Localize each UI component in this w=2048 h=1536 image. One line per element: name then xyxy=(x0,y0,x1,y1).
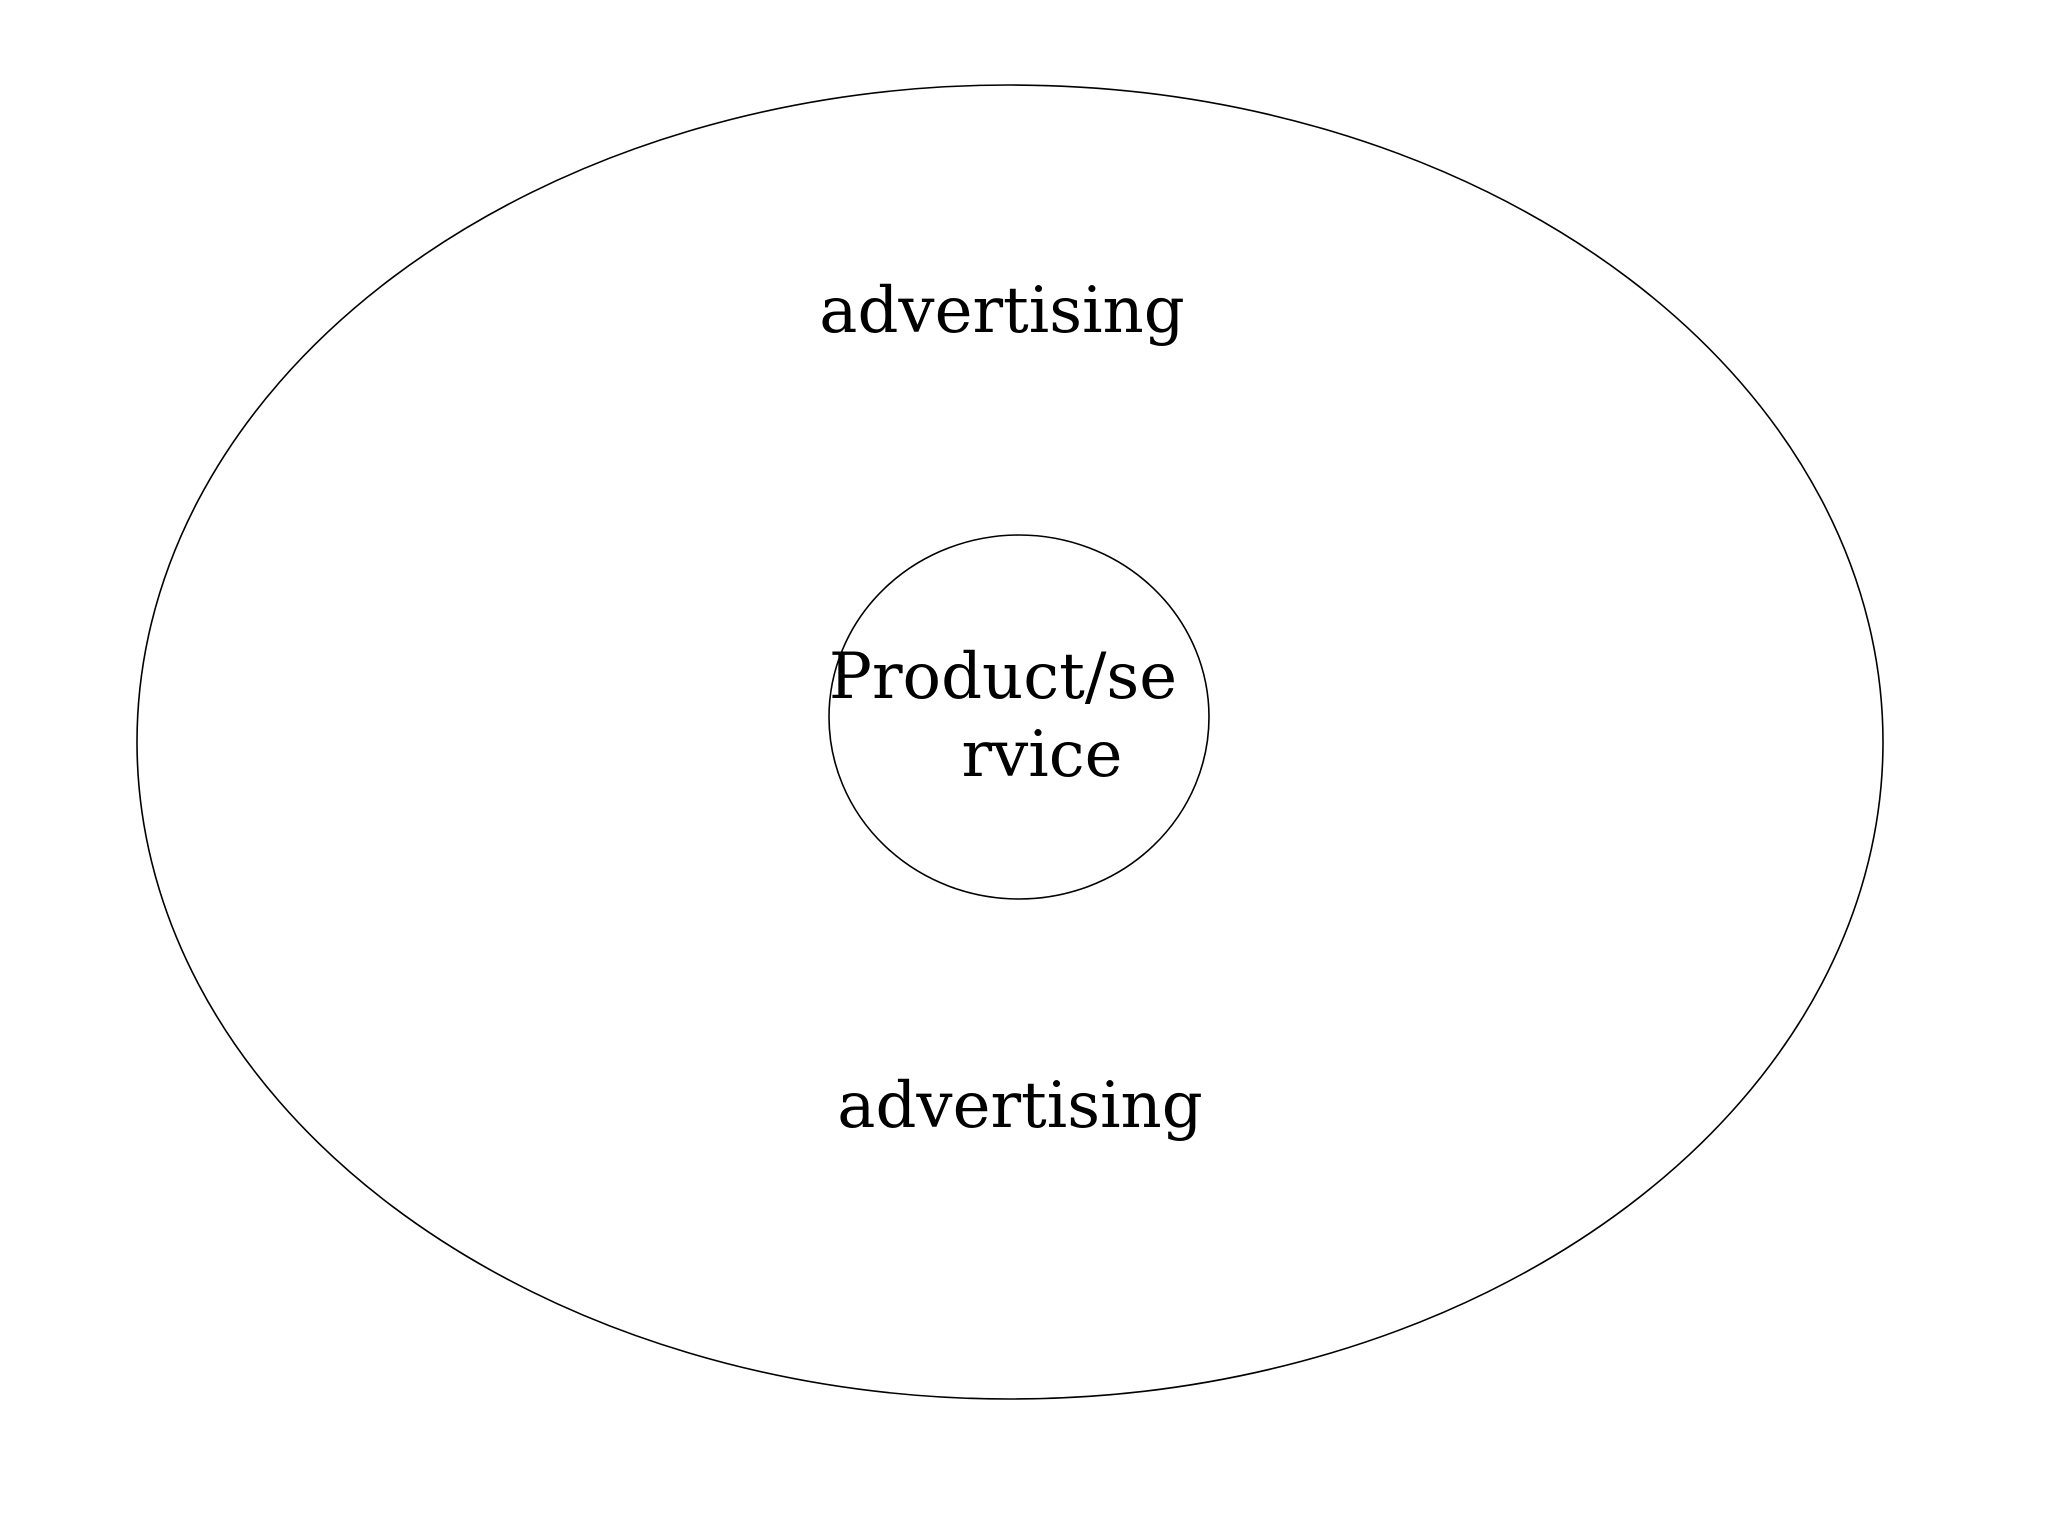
outer-label-bottom: advertising xyxy=(837,1069,1202,1143)
outer-label-top: advertising xyxy=(819,274,1184,348)
inner-circle xyxy=(828,534,1210,900)
inner-label-line2: rvice xyxy=(962,718,1123,792)
inner-label-line1: Product/se xyxy=(829,640,1177,714)
outer-ellipse xyxy=(136,84,1884,1400)
